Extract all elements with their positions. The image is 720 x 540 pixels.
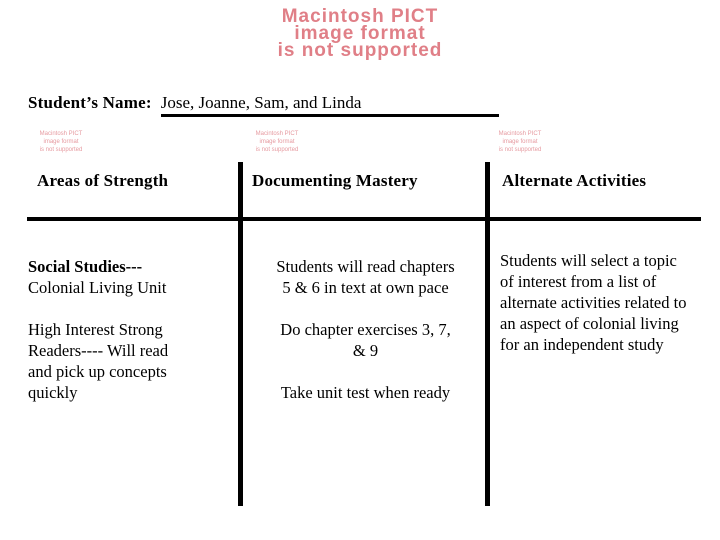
cell-line: an aspect of colonial living <box>500 314 679 333</box>
pict-placeholder-column-3: Macintosh PICT image format is not suppo… <box>498 131 542 153</box>
column-header-areas-of-strength: Areas of Strength <box>37 171 169 190</box>
pict-placeholder-column-1: Macintosh PICT image format is not suppo… <box>39 131 83 153</box>
cell-line: Students will read chapters <box>276 257 455 276</box>
cell-line: & 9 <box>352 341 379 360</box>
pict-placeholder-header: Macintosh PICT image format is not suppo… <box>277 6 443 61</box>
cell-line: Readers---- Will read <box>28 341 169 360</box>
column-header-alternate-activities: Alternate Activities <box>502 171 647 190</box>
column-divider-right <box>485 162 490 506</box>
cell-spacer <box>258 298 473 319</box>
column-header-documenting-mastery: Documenting Mastery <box>252 171 418 190</box>
cell-line: and pick up concepts <box>28 362 167 381</box>
cell-line: Students will select a topic <box>500 251 677 270</box>
cell-line: 5 & 6 in text at own pace <box>282 278 449 297</box>
cell-areas-of-strength: Social Studies--- Colonial Living Unit H… <box>28 256 228 403</box>
cell-line: quickly <box>28 383 78 402</box>
cell-line: High Interest Strong <box>28 320 163 339</box>
cell-line: Take unit test when ready <box>280 383 451 402</box>
cell-line: Do chapter exercises 3, 7, <box>280 320 451 339</box>
cell-spacer <box>28 298 228 319</box>
cell-line: alternate activities related to <box>500 293 687 312</box>
student-name-label: Student’s Name: <box>28 93 152 112</box>
cell-alternate-activities: Students will select a topic of interest… <box>500 250 710 355</box>
cell-documenting-mastery: Students will read chapters 5 & 6 in tex… <box>258 256 473 403</box>
cell-line: Social Studies--- <box>28 257 143 276</box>
pict-placeholder-column-2: Macintosh PICT image format is not suppo… <box>255 131 299 153</box>
cell-spacer <box>258 361 473 382</box>
cell-line: of interest from a list of <box>500 272 657 291</box>
cell-line: Colonial Living Unit <box>28 278 167 297</box>
student-name-field[interactable]: Jose, Joanne, Sam, and Linda <box>160 93 501 117</box>
cell-line: for an independent study <box>500 335 664 354</box>
student-name-row: Student’s Name: Jose, Joanne, Sam, and L… <box>28 93 501 117</box>
header-divider-horizontal <box>27 217 701 221</box>
student-name-value: Jose, Joanne, Sam, and Linda <box>160 93 362 112</box>
column-divider-left <box>238 162 243 506</box>
student-name-underline <box>160 114 499 117</box>
